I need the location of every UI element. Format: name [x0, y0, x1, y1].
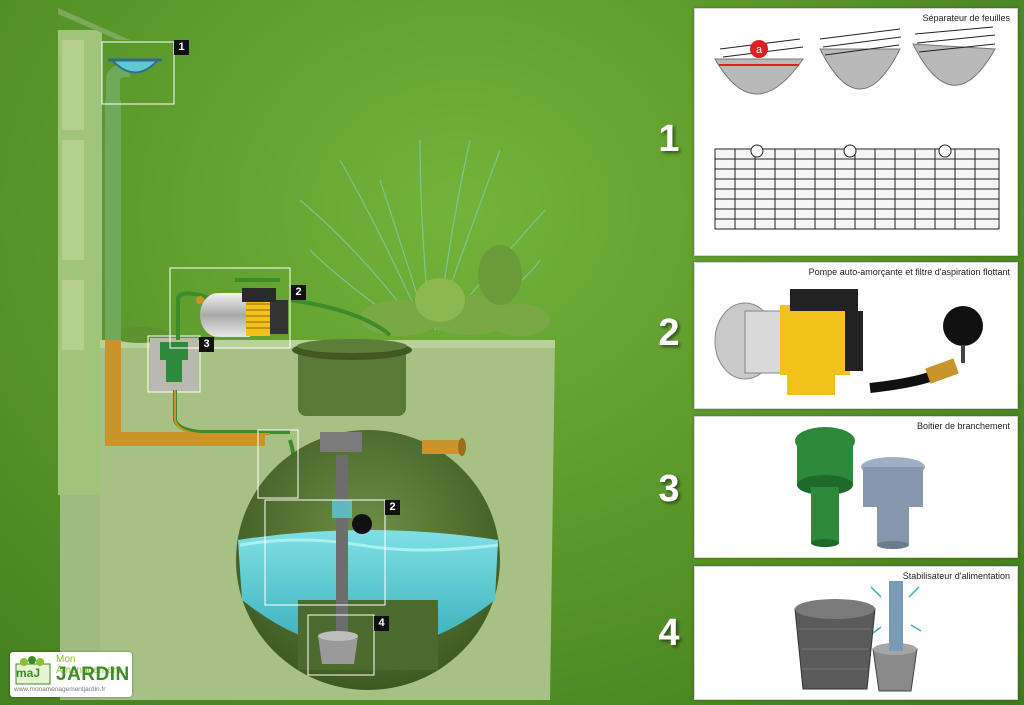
panel-4-number: 4 [658, 612, 680, 654]
stabilizer-basket [307, 614, 375, 676]
gutter-leaf-separator [101, 41, 175, 105]
logo-badge: maJ [16, 666, 41, 680]
callout-1-gutter: 1 [174, 40, 189, 55]
panel-3-title: Boitier de branchement [916, 421, 1010, 431]
house-wall [58, 8, 130, 495]
stabilizer-image [794, 581, 922, 692]
panel-leaf-separator: Séparateur de feuilles a [694, 8, 1018, 256]
panel-junction-box: Boitier de branchement [694, 416, 1018, 558]
callout-2-filter: 2 [385, 500, 400, 515]
callout-2-pump: 2 [291, 285, 306, 300]
leaf-separator-image: a [714, 26, 1000, 230]
panel-2-title: Pompe auto-amorçante et filtre d'aspirat… [808, 267, 1010, 277]
brand-logo: maJ Mon Aménagement JARDIN www.monamenag… [10, 652, 132, 697]
dimension-marker-a: a [756, 44, 763, 56]
suction-pipe [257, 429, 386, 635]
panel-4-title: Stabilisateur d'alimentation [902, 571, 1010, 581]
panel-3-number: 3 [658, 468, 680, 510]
panel-1-title: Séparateur de feuilles [922, 13, 1010, 23]
logo-line1: Mon Aménagement [56, 654, 122, 676]
plant-leaves [110, 245, 550, 343]
junction-box [147, 335, 201, 393]
panel-pump: Pompe auto-amorçante et filtre d'aspirat… [694, 262, 1018, 409]
logo-url: www.monamenagementjardin.fr [14, 686, 106, 693]
junction-box-image [795, 427, 925, 549]
pump-illustration [169, 267, 291, 349]
panel-2-number: 2 [658, 312, 680, 354]
callout-4-stabilizer: 4 [374, 616, 389, 631]
downpipe [105, 63, 265, 446]
callout-3-junction-box: 3 [199, 337, 214, 352]
hose-orange-stripe [174, 390, 270, 435]
pump-image [714, 289, 983, 395]
logo-leaf-icon [15, 656, 51, 685]
panel-stabilizer: Stabilisateur d'alimentation [694, 566, 1018, 700]
rainwater-system-illustration [58, 8, 555, 700]
logo-line2: JARDIN [56, 664, 130, 685]
panel-1-number: 1 [658, 118, 680, 160]
